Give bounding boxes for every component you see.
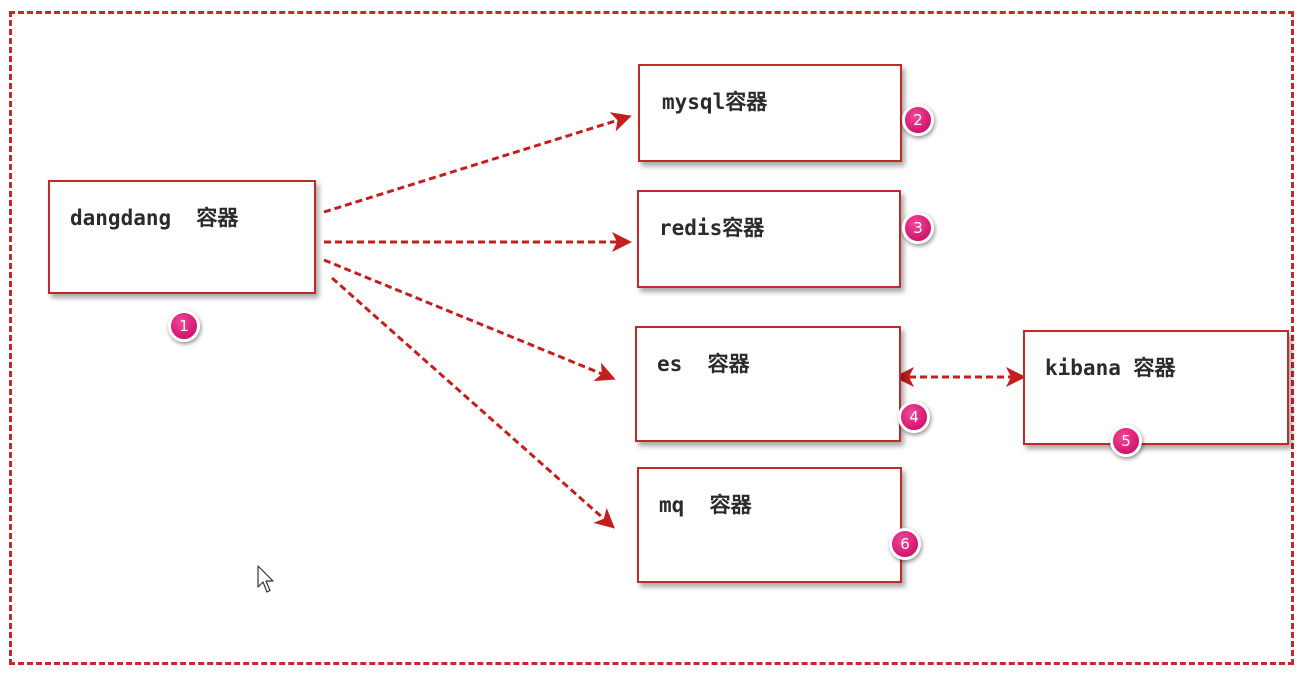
node-es-label: es 容器 [657,352,750,376]
node-kibana-label: kibana 容器 [1045,356,1176,380]
badge-4: 4 [898,401,930,433]
arrow-dangdang-to-es [323,258,616,382]
outer-dashed-frame [9,11,1294,665]
node-dangdang[interactable]: dangdang 容器 [48,180,316,294]
node-dangdang-label: dangdang 容器 [70,206,239,230]
badge-6: 6 [889,528,921,560]
node-es[interactable]: es 容器 [635,326,901,442]
badge-1: 1 [168,310,200,342]
badge-2: 2 [902,104,934,136]
node-redis[interactable]: redis容器 [637,190,901,288]
node-mysql[interactable]: mysql容器 [638,64,902,162]
node-kibana[interactable]: kibana 容器 [1023,330,1289,445]
node-mq[interactable]: mq 容器 [637,467,902,583]
badge-3: 3 [902,212,934,244]
arrow-dangdang-to-mysql [323,112,632,214]
mouse-pointer-icon [257,565,274,593]
badge-5: 5 [1110,425,1142,457]
node-redis-label: redis容器 [659,216,765,240]
arrow-dangdang-to-mq [331,276,615,529]
node-mq-label: mq 容器 [659,493,752,517]
node-mysql-label: mysql容器 [662,90,768,114]
